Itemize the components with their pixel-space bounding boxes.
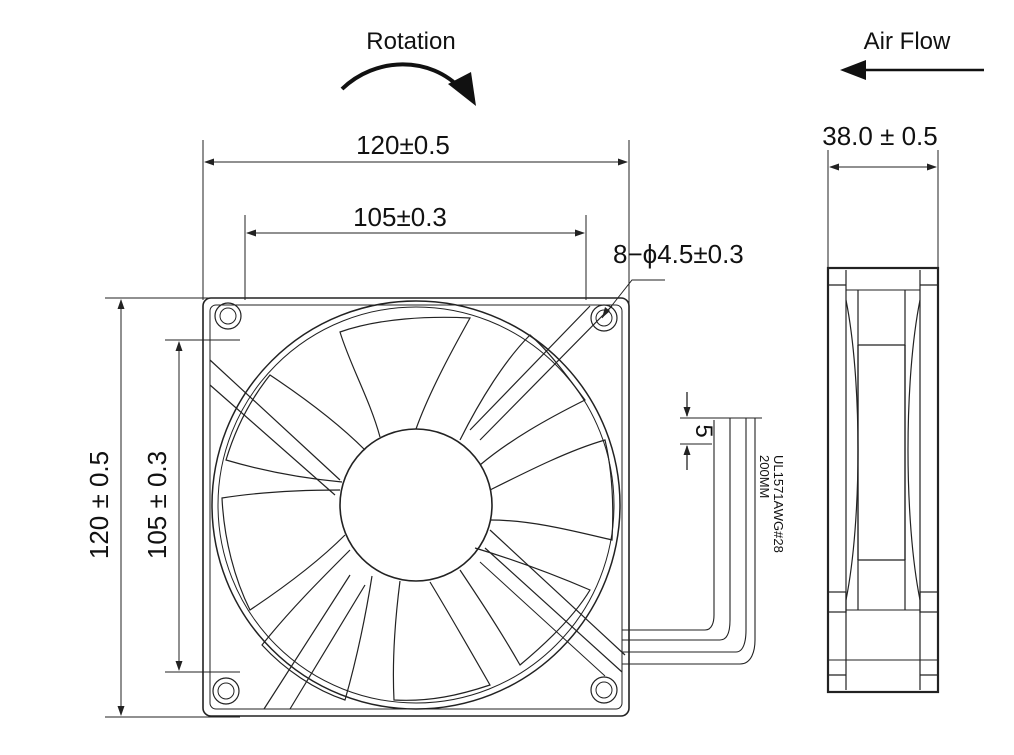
air-flow-arrowhead-icon [840,60,866,80]
rotation-label: Rotation [366,28,455,55]
mounting-hole-callout: 8−ϕ4.5±0.3 [601,239,744,319]
wire-strip-label: 5 [690,424,717,437]
overall-height-dimension: 120 ± 0.5 [84,297,240,718]
fan-side-view [826,266,940,694]
rotation-arrow-icon [340,62,464,92]
mounting-hole-icon [212,677,240,705]
hole-spacing-height-dimension: 105 ± 0.3 [142,339,240,673]
air-flow-label: Air Flow [864,28,951,55]
hole-spacing-width-label: 105±0.3 [353,202,447,232]
overall-width-dimension: 120±0.5 [202,130,630,330]
lead-wires [622,418,756,665]
mounting-hole-label: 8−ϕ4.5±0.3 [613,239,744,269]
mounting-hole-icon [590,676,618,704]
fan-hub [339,428,493,582]
overall-width-label: 120±0.5 [356,130,450,160]
wire-spec-label: UL1571AWG#28 [771,455,786,553]
mounting-hole-icon [590,304,618,332]
overall-height-label: 120 ± 0.5 [84,451,114,559]
rotation-arrowhead-icon [448,72,476,106]
fan-front-view [202,297,762,717]
depth-dimension: 38.0 ± 0.5 [822,121,939,268]
depth-label: 38.0 ± 0.5 [822,121,937,151]
mounting-hole-icon [214,302,242,330]
hole-spacing-height-label: 105 ± 0.3 [142,451,172,559]
fan-blades [221,316,614,701]
wire-length-label: 200MM [757,455,772,498]
support-struts [209,305,626,710]
wire-strip-dimension: 5 [680,392,717,470]
hole-spacing-width-dimension: 105±0.3 [244,202,587,300]
